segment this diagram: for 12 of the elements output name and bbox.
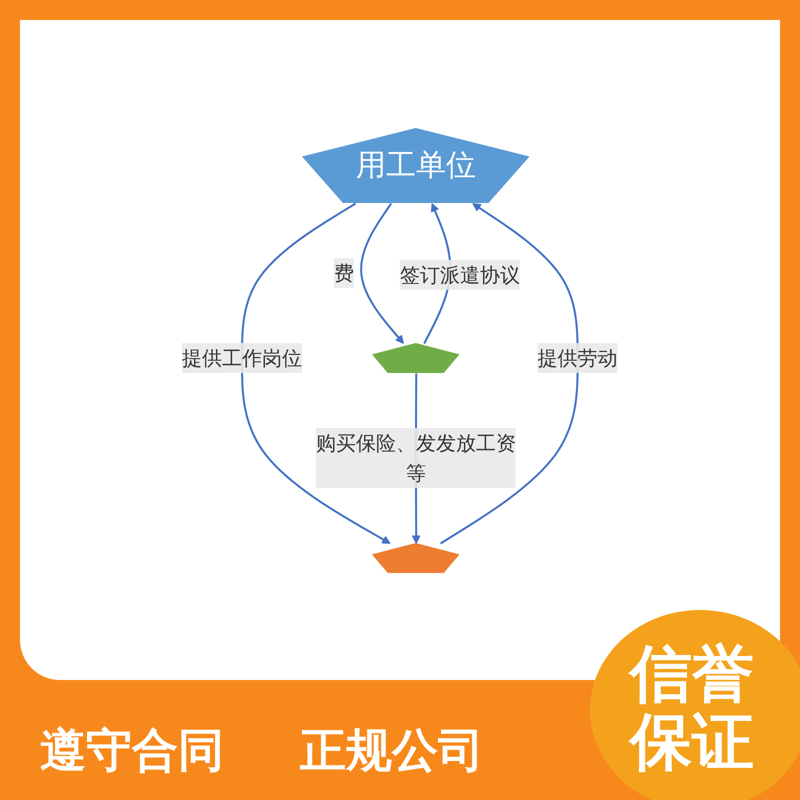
slogan-text: 遵守合同 bbox=[40, 722, 224, 779]
edge-label: 签订派遣协议 bbox=[400, 262, 520, 286]
arrow bbox=[241, 202, 391, 544]
edge-label: 购买保险、发发放工资等 bbox=[316, 430, 516, 484]
arrow bbox=[360, 202, 404, 344]
slogan-text: 信誉保证 bbox=[630, 640, 755, 776]
pentagon-node: 用工单位 bbox=[302, 128, 530, 202]
arrow bbox=[440, 202, 579, 544]
slogan-text: 正规公司 bbox=[300, 722, 484, 779]
edge-label: 费 bbox=[334, 260, 354, 284]
edge-label: 提供劳动 bbox=[538, 346, 618, 370]
edge-label: 提供工作岗位 bbox=[182, 346, 302, 370]
